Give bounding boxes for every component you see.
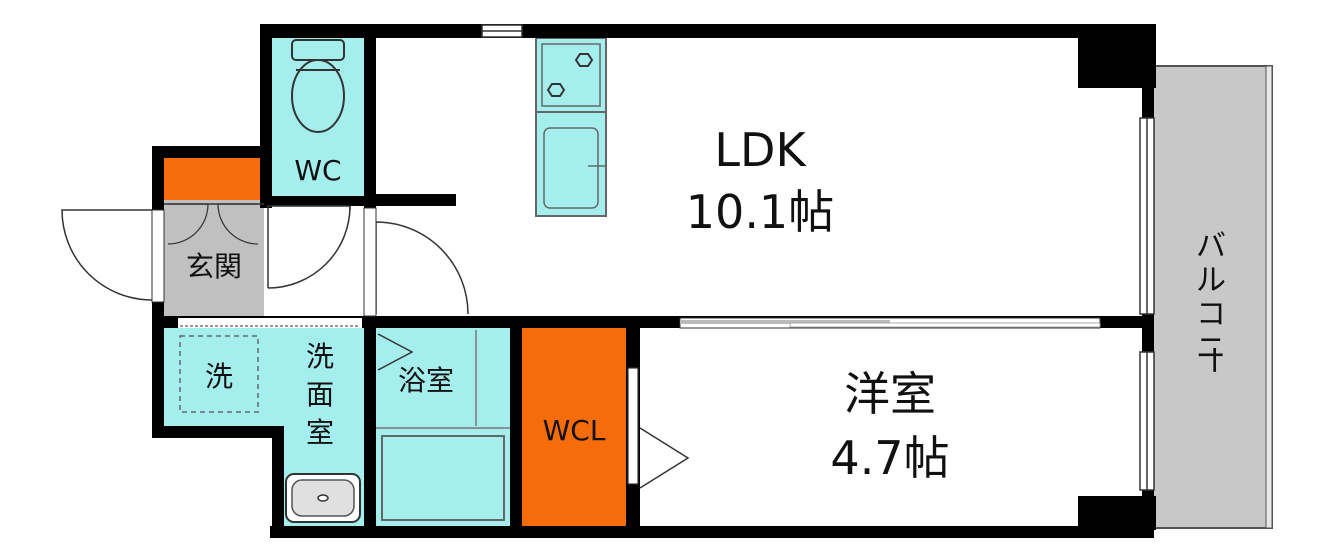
entrance-floor <box>164 200 264 318</box>
hall-door-swing <box>267 205 351 289</box>
balcony-char-5: ー <box>1195 345 1230 375</box>
wc-label: WC <box>294 154 341 187</box>
western-room-size-label: 4.7帖 <box>830 431 949 485</box>
ldk-floor <box>362 36 1150 322</box>
burner-1-icon <box>574 53 594 67</box>
washroom-opening <box>178 318 362 328</box>
balcony-char-4: ニ <box>1196 331 1226 366</box>
bath-door-icon <box>377 333 414 371</box>
toilet-tank <box>291 39 345 61</box>
western-room-label: 洋室 <box>844 367 936 421</box>
balcony-label: バ ル コ ニ ー <box>1195 229 1230 375</box>
sink <box>543 127 599 209</box>
wcl-door <box>627 367 639 485</box>
balcony-char-1: バ <box>1196 229 1226 264</box>
washroom-label-3: 室 <box>306 416 334 449</box>
hall-floor <box>264 200 364 318</box>
entrance-label: 玄関 <box>186 250 242 283</box>
balcony-char-3: コ <box>1196 297 1226 332</box>
laundry-space <box>179 335 259 413</box>
bath-label: 浴室 <box>398 364 454 397</box>
western-room-floor <box>638 328 1144 526</box>
burner-2-icon <box>546 83 566 97</box>
closet-door-swing <box>167 203 209 245</box>
washroom-label-2: 面 <box>306 378 334 411</box>
bathtub <box>381 435 505 521</box>
wcl-label: WCL <box>543 414 606 447</box>
laundry-label: 洗 <box>205 360 233 393</box>
ldk-label: LDK <box>714 123 807 177</box>
wcl-door-icon <box>639 427 690 489</box>
balcony-area <box>1149 65 1273 529</box>
wcl-floor <box>520 328 628 526</box>
entrance-door-swing <box>61 209 153 301</box>
washroom-label-1: 洗 <box>306 340 334 373</box>
toilet-icon <box>291 59 345 133</box>
balcony-rail <box>1265 65 1273 529</box>
ldk-size-label: 10.1帖 <box>686 185 834 239</box>
stove <box>541 43 601 107</box>
drain-icon <box>317 494 329 502</box>
washroom-floor <box>164 328 364 426</box>
balcony-char-2: ル <box>1196 263 1226 298</box>
shoe-storage <box>164 158 260 200</box>
